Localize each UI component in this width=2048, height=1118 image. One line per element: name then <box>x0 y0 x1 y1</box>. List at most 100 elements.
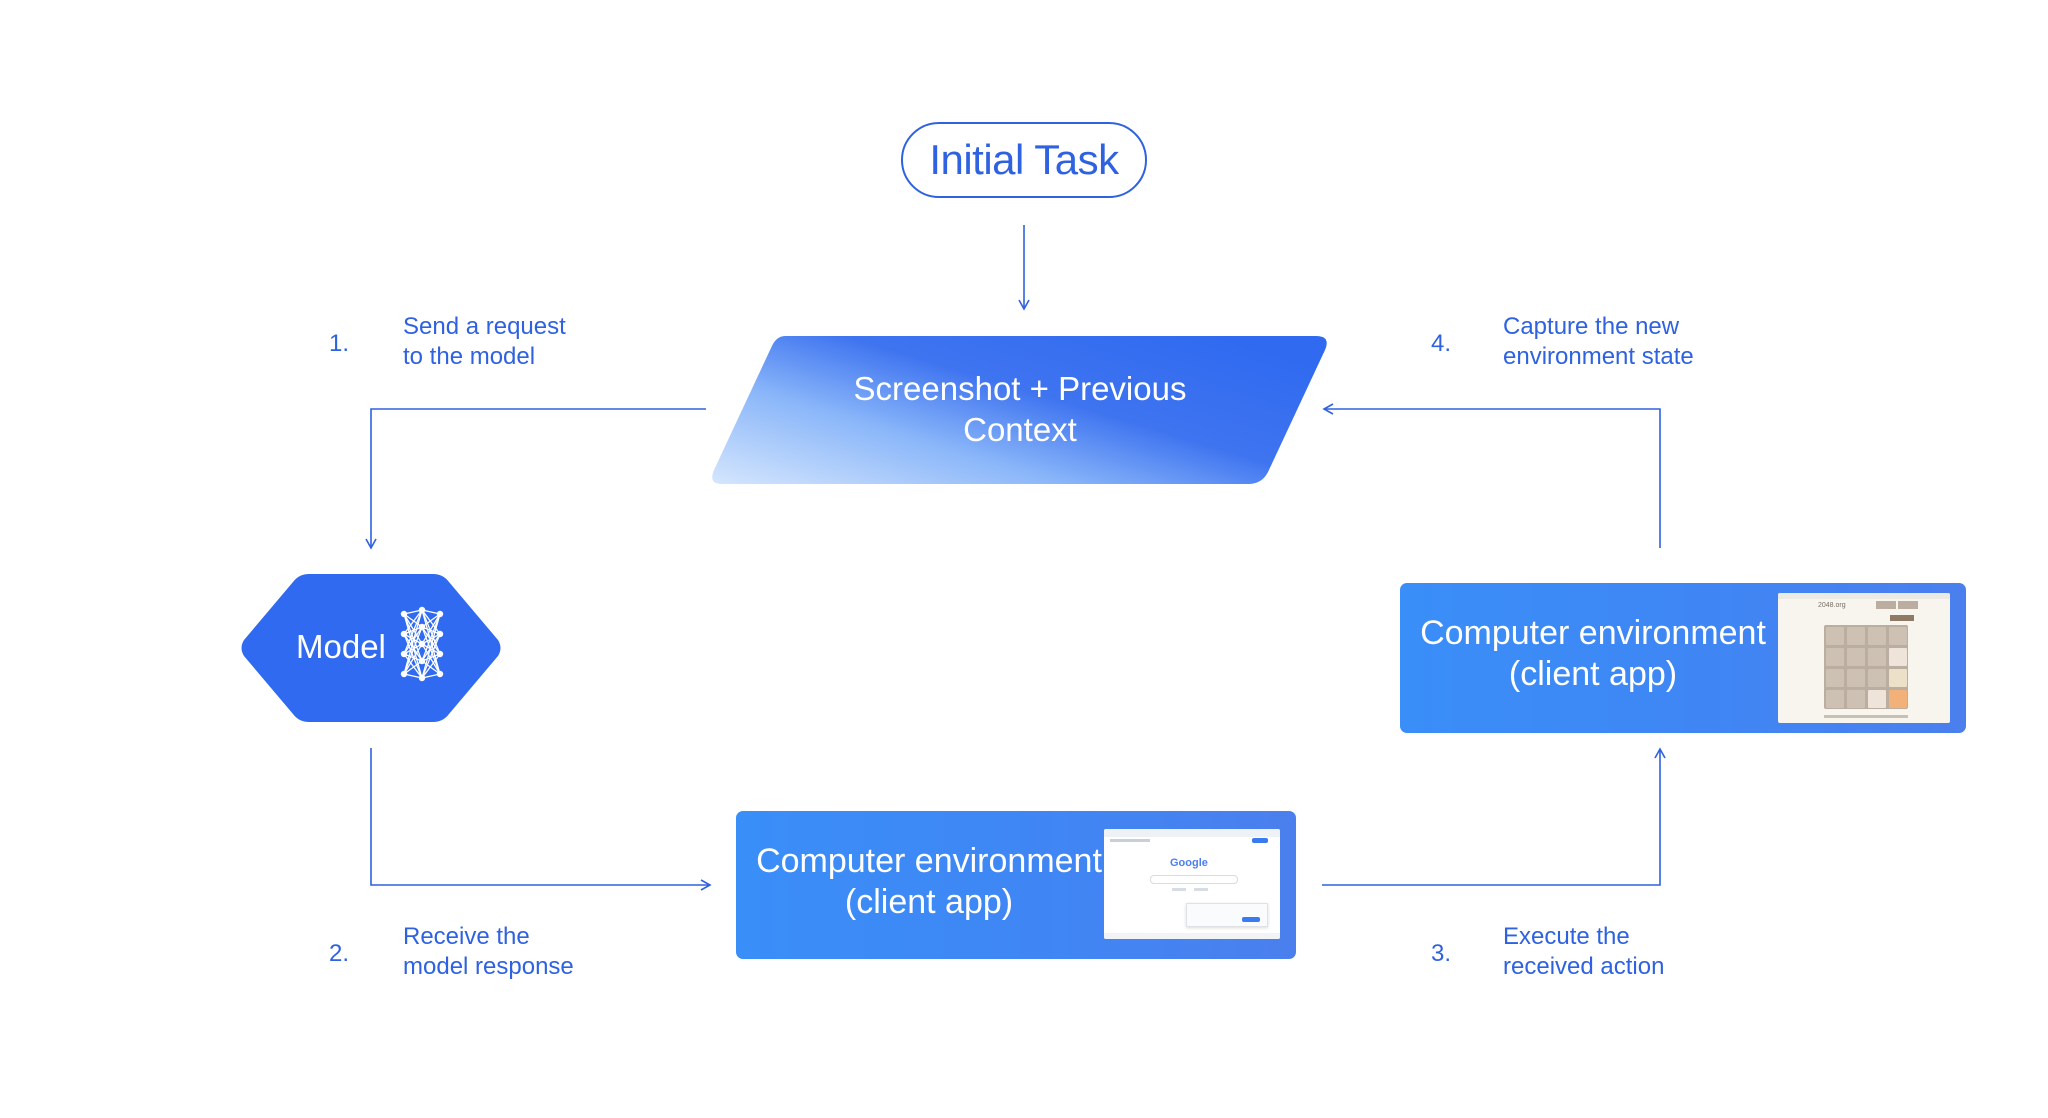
nn-edge <box>403 609 423 655</box>
sign-in-button <box>1252 838 1268 843</box>
nn-node <box>400 670 408 678</box>
env-node-right: Computer environment (client app) 2048.o… <box>1400 583 1966 733</box>
new-game-button <box>1890 615 1914 621</box>
nn-node <box>418 606 426 614</box>
env-node-bottom-label: Computer environment (client app) <box>756 842 1102 921</box>
nn-edge <box>421 643 441 675</box>
game-tile <box>1847 669 1866 688</box>
nn-node <box>418 640 426 648</box>
browser-url-bar <box>1110 839 1150 842</box>
nn-edge <box>403 613 423 628</box>
nn-node <box>400 630 408 638</box>
lucky-button <box>1194 888 1208 891</box>
game-board <box>1824 625 1908 709</box>
step-2-text: Receive the model response <box>403 923 574 980</box>
nn-node <box>436 630 444 638</box>
nn-edge <box>403 653 423 679</box>
game-tile <box>1868 669 1887 688</box>
nn-edge <box>403 613 423 679</box>
initial-task-label: Initial Task <box>929 136 1119 183</box>
google-search-thumbnail: Google <box>1104 829 1280 939</box>
game-tile <box>1889 690 1908 709</box>
arrow-context-to-model <box>365 408 706 550</box>
nn-node <box>418 623 426 631</box>
step-4-number: 4. <box>1431 330 1452 357</box>
nn-edge <box>403 633 423 662</box>
env-node-bottom: Computer environment (client app) Google <box>736 811 1296 959</box>
nn-edge <box>403 633 423 679</box>
game-tile <box>1889 669 1908 688</box>
nn-node <box>400 610 408 618</box>
nn-edge <box>403 653 423 662</box>
nn-edge <box>421 660 441 675</box>
nn-edge <box>403 633 423 645</box>
game-tile <box>1868 648 1887 667</box>
step-4-text: Capture the new environment state <box>1503 313 1694 370</box>
browser-tab-bar <box>1778 593 1950 599</box>
game-tile <box>1889 648 1908 667</box>
game-tile <box>1826 627 1845 646</box>
nn-edge <box>403 609 423 635</box>
nn-node <box>436 670 444 678</box>
nn-edge <box>403 660 423 675</box>
game-tile <box>1826 690 1845 709</box>
nn-node <box>436 650 444 658</box>
game-2048-thumbnail: 2048.org <box>1778 593 1950 723</box>
model-node <box>241 574 501 722</box>
initial-task-node: Initial Task <box>901 122 1147 198</box>
nn-edge <box>403 643 423 675</box>
nn-edge <box>403 613 423 645</box>
nn-edge <box>421 613 441 645</box>
nn-node <box>418 657 426 665</box>
game-tile <box>1826 648 1845 667</box>
search-button <box>1172 888 1186 891</box>
nn-edge <box>403 609 423 675</box>
nn-edge <box>421 613 441 628</box>
nn-edge <box>421 609 441 675</box>
search-box <box>1150 875 1238 884</box>
footer-text-line <box>1824 715 1908 718</box>
nn-edge <box>421 613 441 662</box>
game-tile <box>1847 648 1866 667</box>
context-node-label: Screenshot + Previous Context <box>853 370 1187 448</box>
nn-edge <box>421 626 441 655</box>
model-node-label: Model <box>296 628 386 665</box>
game-tile <box>1826 669 1845 688</box>
nn-edge <box>421 643 441 655</box>
footer-bar <box>1104 933 1280 939</box>
nn-edge <box>403 626 423 675</box>
game-tile <box>1868 690 1887 709</box>
nn-node <box>400 650 408 658</box>
step-3-text: Execute the received action <box>1503 923 1665 980</box>
arrow-env-to-env <box>1322 747 1666 886</box>
best-score-box <box>1898 601 1918 609</box>
context-node <box>712 336 1327 484</box>
step-2-number: 2. <box>329 940 350 967</box>
score-box <box>1876 601 1896 609</box>
nn-edge <box>421 613 441 679</box>
step-1-number: 1. <box>329 330 350 357</box>
nn-edge <box>421 653 441 679</box>
arrow-model-to-env <box>370 748 712 891</box>
nn-edge <box>403 613 423 662</box>
dialog-accept-button <box>1242 917 1260 922</box>
nn-edge <box>421 609 441 655</box>
nn-edge <box>421 626 441 635</box>
nn-node <box>418 674 426 682</box>
env-node-right-label: Computer environment (client app) <box>1420 614 1766 693</box>
neural-network-icon <box>400 606 444 682</box>
google-logo: Google <box>1170 857 1208 869</box>
nn-edge <box>421 633 441 679</box>
game-tile <box>1868 627 1887 646</box>
game-tile <box>1847 627 1866 646</box>
nn-node <box>436 610 444 618</box>
nn-edge <box>421 609 441 635</box>
step-1-text: Send a request to the model <box>403 313 566 370</box>
dialog-popup <box>1186 903 1268 927</box>
step-3-number: 3. <box>1431 940 1452 967</box>
browser-tab-bar <box>1104 829 1280 837</box>
game-tile <box>1847 690 1866 709</box>
nn-edge <box>421 626 441 675</box>
arrow-env-to-context <box>1322 403 1661 548</box>
